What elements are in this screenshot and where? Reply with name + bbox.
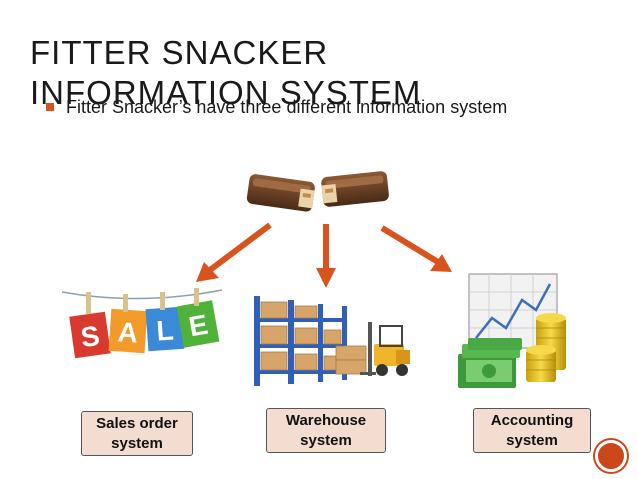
sale-letter-a: A [117,316,139,348]
bullet-text: Fitter Snacker’s have three different in… [66,97,508,117]
warehouse-image [250,296,410,386]
arrow-to-sales [196,222,272,282]
title-line-2: INFORMATION SYSTEM [30,74,422,111]
sales-order-system-label: Sales order system [96,414,178,452]
gold-coins-image [526,313,566,382]
bullet-point: Fitter Snacker’s have three different in… [46,95,516,119]
warehouse-system-box: Warehouse system [266,408,386,453]
arrow-to-warehouse [316,224,336,288]
forklift-image [360,322,410,376]
title-line-1: FITTER SNACKER [30,34,329,71]
sale-letter-l: L [155,314,174,346]
warehouse-system-label: Warehouse system [285,411,367,449]
sale-letter-e: E [186,309,210,343]
accounting-image [458,273,566,388]
sale-image: S A L E [61,288,223,359]
bullet-square-icon [46,103,54,111]
slide-title: FITTER SNACKER INFORMATION SYSTEM [30,33,421,113]
money-stack-image [458,338,522,388]
sale-letter-s: S [79,320,102,353]
arrow-to-accounting [380,225,452,272]
slide-nav-circle[interactable] [595,440,627,472]
snack-bars-image [246,171,389,212]
accounting-system-label: Accounting system [490,411,574,449]
accounting-system-box: Accounting system [473,408,591,453]
sales-order-system-box: Sales order system [81,411,193,456]
